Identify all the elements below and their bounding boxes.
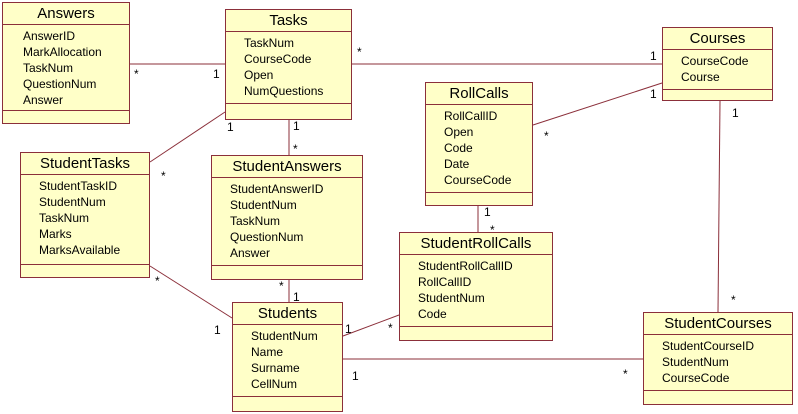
attribute: StudentNum [230, 198, 297, 212]
attribute: Name [251, 345, 284, 359]
class-courses-title: Courses [663, 28, 772, 50]
attribute: RollCallID [418, 275, 472, 289]
multiplicity-label: 1 [214, 323, 221, 337]
class-tasks-attributes: TaskNum CourseCode Open NumQuestions [226, 32, 351, 104]
class-studentrollcalls-title: StudentRollCalls [400, 233, 552, 255]
attribute: Date [444, 157, 470, 171]
attribute: StudentTaskID [39, 179, 118, 193]
assoc-courses-rollcalls [532, 82, 663, 126]
attribute: StudentCourseID [662, 339, 755, 353]
multiplicity-label: * [279, 279, 284, 293]
multiplicity-label: 1 [213, 67, 220, 81]
attribute: QuestionNum [230, 230, 304, 244]
class-students[interactable]: Students StudentNum Name Surname CellNum [232, 302, 343, 412]
multiplicity-label: 1 [650, 49, 657, 63]
attribute: CellNum [251, 377, 298, 391]
class-studenttasks-attributes: StudentTaskID StudentNum TaskNum Marks M… [21, 175, 149, 265]
attribute: AnswerID [23, 29, 76, 43]
assoc-tasks-studenttasks [149, 111, 226, 163]
multiplicity-label: * [490, 223, 495, 237]
class-students-attributes: StudentNum Name Surname CellNum [233, 325, 342, 397]
class-studentanswers-title: StudentAnswers [212, 156, 362, 178]
class-studenttasks-title: StudentTasks [21, 153, 149, 175]
class-answers-title: Answers [3, 3, 129, 25]
attribute: Surname [251, 361, 300, 375]
attribute: Open [444, 125, 474, 139]
attribute: TaskNum [23, 61, 74, 75]
multiplicity-label: 1 [293, 119, 300, 133]
multiplicity-label: 1 [293, 290, 300, 304]
class-studentanswers-attributes: StudentAnswerID StudentNum TaskNum Quest… [212, 178, 362, 266]
class-studentanswers[interactable]: StudentAnswers StudentAnswerID StudentNu… [211, 155, 363, 280]
attribute: TaskNum [230, 214, 281, 228]
multiplicity-label: 1 [345, 322, 352, 336]
class-answers[interactable]: Answers AnswerID MarkAllocation TaskNum … [2, 2, 130, 124]
multiplicity-label: * [357, 45, 362, 59]
multiplicity-label: * [161, 169, 166, 183]
class-studentrollcalls-attributes: StudentRollCallID RollCallID StudentNum … [400, 255, 552, 327]
attribute: Open [244, 68, 274, 82]
class-studentrollcalls[interactable]: StudentRollCalls StudentRollCallID RollC… [399, 232, 553, 341]
attribute: Marks [39, 227, 72, 241]
class-rollcalls[interactable]: RollCalls RollCallID Open Code Date Cour… [425, 82, 533, 206]
class-courses-attributes: CourseCode Course [663, 50, 772, 90]
attribute: MarksAvailable [39, 243, 121, 257]
multiplicity-label: * [731, 293, 736, 307]
class-studentcourses[interactable]: StudentCourses StudentCourseID StudentNu… [643, 312, 793, 405]
attribute: StudentNum [39, 195, 106, 209]
attribute: StudentRollCallID [418, 259, 513, 273]
attribute: StudentAnswerID [230, 182, 324, 196]
class-tasks[interactable]: Tasks TaskNum CourseCode Open NumQuestio… [225, 9, 352, 120]
attribute: Answer [23, 93, 64, 107]
multiplicity-label: * [544, 129, 549, 143]
attribute: Code [418, 307, 447, 321]
attribute: CourseCode [444, 173, 512, 187]
attribute: Code [444, 141, 473, 155]
multiplicity-label: 1 [227, 120, 234, 134]
class-courses[interactable]: Courses CourseCode Course [662, 27, 773, 101]
multiplicity-label: * [134, 67, 139, 81]
attribute: TaskNum [39, 211, 90, 225]
multiplicity-label: * [623, 367, 628, 381]
class-tasks-title: Tasks [226, 10, 351, 32]
multiplicity-label: 1 [352, 369, 359, 383]
attribute: MarkAllocation [23, 45, 102, 59]
multiplicity-label: 1 [484, 205, 491, 219]
attribute: RollCallID [444, 109, 498, 123]
class-rollcalls-attributes: RollCallID Open Code Date CourseCode [426, 105, 532, 193]
attribute: NumQuestions [244, 84, 324, 98]
multiplicity-label: 1 [650, 87, 657, 101]
attribute: Answer [230, 246, 271, 260]
class-answers-attributes: AnswerID MarkAllocation TaskNum Question… [3, 25, 129, 111]
attribute: CourseCode [681, 54, 749, 68]
multiplicity-label: * [293, 142, 298, 156]
class-studentcourses-title: StudentCourses [644, 313, 792, 335]
assoc-studenttasks-students [149, 265, 233, 319]
attribute: StudentNum [662, 355, 729, 369]
assoc-students-studentrollcalls [342, 314, 400, 337]
class-studenttasks[interactable]: StudentTasks StudentTaskID StudentNum Ta… [20, 152, 150, 278]
attribute: TaskNum [244, 36, 295, 50]
class-studentcourses-attributes: StudentCourseID StudentNum CourseCode [644, 335, 792, 391]
attribute: StudentNum [418, 291, 485, 305]
attribute: QuestionNum [23, 77, 97, 91]
attribute: Course [681, 70, 720, 84]
class-students-title: Students [233, 303, 342, 325]
class-rollcalls-title: RollCalls [426, 83, 532, 105]
attribute: StudentNum [251, 329, 318, 343]
attribute: CourseCode [662, 371, 730, 385]
attribute: CourseCode [244, 52, 312, 66]
multiplicity-label: * [155, 274, 160, 288]
multiplicity-label: * [388, 321, 393, 335]
assoc-courses-studentcourses [717, 100, 721, 313]
multiplicity-label: 1 [732, 106, 739, 120]
